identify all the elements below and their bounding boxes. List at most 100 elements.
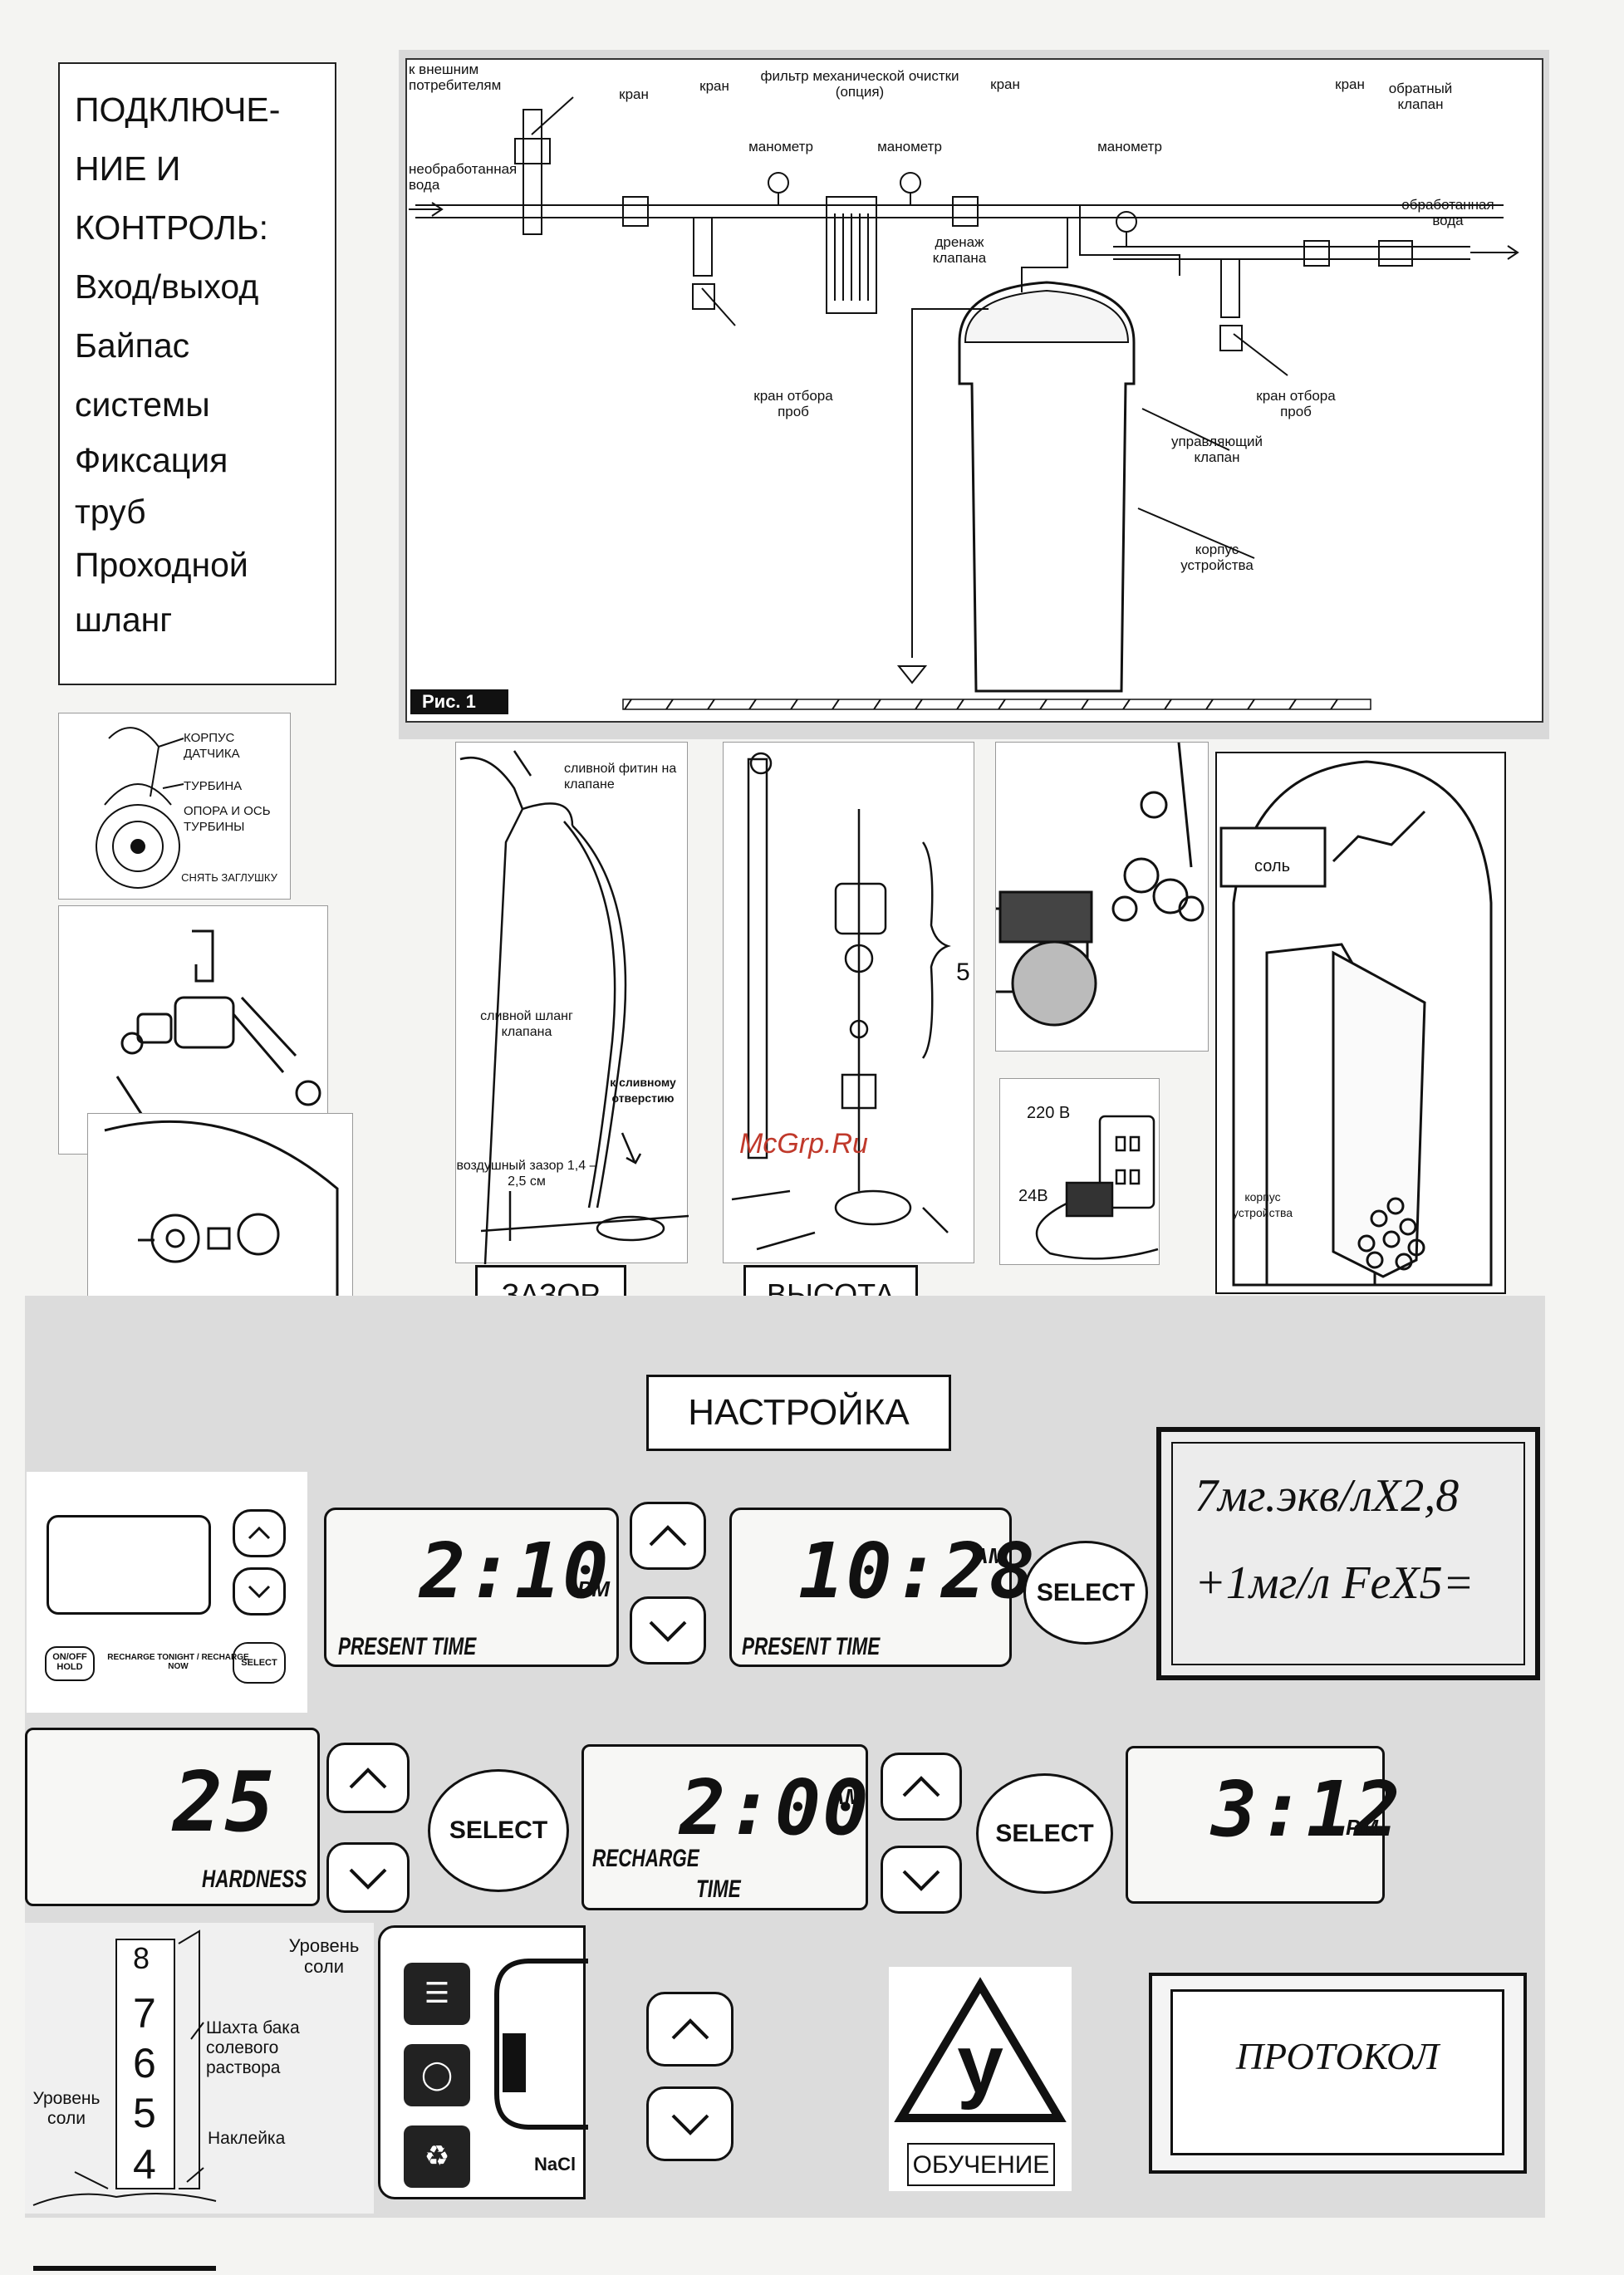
salt-label: соль — [1254, 857, 1290, 875]
chevron-up-icon — [671, 2018, 709, 2040]
chevron-down-icon — [248, 1585, 271, 1599]
down-button[interactable] — [326, 1842, 410, 1913]
label-gauge: манометр — [1097, 139, 1162, 154]
lcd-recharge-time: 2:00 AM RECHARGE TIME — [581, 1744, 871, 1910]
controller-down-button[interactable] — [233, 1567, 286, 1616]
chevron-down-icon — [649, 1620, 687, 1642]
fitting-drawing — [115, 929, 321, 1148]
lightbulb-icon[interactable]: ◯ — [404, 2044, 470, 2106]
chevron-up-icon — [349, 1767, 387, 1788]
protocol-box[interactable]: ПРОТОКОЛ — [1149, 1973, 1527, 2174]
watermark: McGrp.Ru — [739, 1128, 868, 1160]
salt-panel-label: Уровень соли — [288, 1935, 360, 1977]
controller-panel: ON/OFF HOLD RECHARGE TONIGHT / RECHARGE … — [27, 1472, 307, 1713]
controller-up-button[interactable] — [233, 1509, 286, 1557]
select-button[interactable]: SELECT — [1023, 1541, 1148, 1645]
label-gauge: манометр — [748, 139, 813, 154]
height-drawing — [731, 752, 951, 1251]
chevron-down-icon — [349, 1868, 387, 1890]
turbine-label: СНЯТЬ ЗАГЛУШКУ — [181, 871, 277, 884]
intro-line: Байпас — [75, 326, 190, 365]
recharge-button[interactable]: RECHARGE TONIGHT / RECHARGE NOW — [107, 1653, 249, 1671]
ampm-indicator: AM — [973, 1543, 1007, 1568]
salt-well-figure: 8 7 6 5 4 Уровень соли Шахта бака солево… — [25, 1923, 374, 2214]
chevron-up-icon — [649, 1525, 687, 1547]
menu-icon[interactable]: ☰ — [404, 1963, 470, 2025]
ruler-mark: 6 — [133, 2040, 156, 2086]
chevron-up-icon — [902, 1776, 940, 1797]
plumbing-diagram — [409, 96, 1519, 710]
ruler-drawing — [32, 1929, 217, 2206]
onoff-button[interactable]: ON/OFF HOLD — [45, 1646, 95, 1681]
lcd-hardness: 25 HARDNESS — [25, 1728, 320, 1906]
turbine-drawing — [96, 727, 184, 889]
chevron-up-icon — [248, 1526, 271, 1540]
turbine-label: ОПОРА И ОСЬ ТУРБИНЫ — [184, 804, 271, 834]
sticker-label: Наклейка — [208, 2129, 286, 2148]
hardness-value: 25 — [173, 1753, 277, 1851]
protocol-inner — [1170, 1989, 1504, 2155]
valve-head-drawing — [996, 742, 1205, 1027]
label-control-valve: управляющий клапан — [1170, 434, 1263, 465]
label-drain: дренаж клапана — [932, 234, 987, 266]
label-check-valve: обратный клапан — [1388, 81, 1453, 112]
intro-line: шланг — [75, 601, 173, 639]
label-valve: кран — [699, 78, 729, 94]
height-number: 5 — [956, 959, 970, 986]
salt-drawing — [1219, 760, 1493, 1287]
up-button[interactable] — [630, 1502, 706, 1570]
turbine-label: ТУРБИНА — [184, 779, 243, 793]
air-gap-label: воздушный зазор 1,4 – 2,5 см — [456, 1159, 597, 1189]
formula-box: 7мг.экв/лX2,8 +1мг/л FeX5= — [1156, 1427, 1540, 1680]
lcd-caption: HARDNESS — [202, 1866, 307, 1893]
power-figure: 220 В 24В — [999, 1078, 1160, 1265]
label-treated-water: обработанная вода — [1401, 197, 1494, 228]
training-letter: у — [957, 2018, 1003, 2111]
fig1-panel: к внешним потребителям необработанная во… — [405, 58, 1543, 723]
v24-label: 24В — [1018, 1187, 1048, 1205]
recharge-time-value: 2:00 — [680, 1763, 871, 1852]
select-button[interactable]: SELECT — [428, 1769, 569, 1892]
intro-line: системы — [75, 385, 210, 424]
chevron-down-icon — [671, 2114, 709, 2135]
drain-figure: сливной фитин на клапане сливной шланг к… — [455, 742, 689, 1265]
ampm-indicator: AM — [829, 1784, 863, 1809]
select-button[interactable]: SELECT — [976, 1773, 1113, 1894]
v220-label: 220 В — [1027, 1104, 1071, 1122]
outlet-drawing — [1035, 1115, 1159, 1260]
down-button[interactable] — [881, 1846, 962, 1914]
time-value: 3:12 — [1211, 1765, 1402, 1854]
recycle-icon[interactable]: ♻ — [404, 2125, 470, 2188]
down-button[interactable] — [646, 2086, 733, 2161]
to-drain-label: к сливному отверстию — [610, 1076, 676, 1105]
up-button[interactable] — [326, 1743, 410, 1813]
down-button[interactable] — [630, 1596, 706, 1665]
nacl-label: NaCl — [534, 2154, 576, 2174]
ruler-mark: 5 — [133, 2090, 156, 2136]
drain-fitting-label: сливной фитин на клапане — [564, 762, 677, 792]
label-valve: кран — [1335, 76, 1365, 92]
up-button[interactable] — [881, 1753, 962, 1821]
intro-line: Проходной — [75, 546, 248, 584]
lcd-current-time: 3:12 PM — [1126, 1746, 1401, 1904]
lcd-present-time-1: 2:10 PM PRESENT TIME — [324, 1508, 619, 1667]
shaft-label: Шахта бака солевого раствора — [206, 2018, 300, 2077]
label-device-body: корпус устройства — [1180, 542, 1254, 573]
up-button[interactable] — [646, 1992, 733, 2067]
formula-line-2: +1мг/л FeX5= — [1195, 1557, 1474, 1609]
time-value: 10:28 — [798, 1527, 1037, 1616]
salt-panel: ☰ ◯ ♻ NaCl — [378, 1925, 588, 2199]
intro-line: Фиксация — [75, 441, 228, 479]
controller-select-button[interactable]: SELECT — [233, 1642, 286, 1684]
intro-box: ПОДКЛЮЧЕ- НИЕ И КОНТРОЛЬ: Вход/выход Бай… — [58, 62, 336, 685]
label-gauge: манометр — [877, 139, 942, 154]
training-panel[interactable]: у ОБУЧЕНИЕ — [889, 1967, 1072, 2191]
turbine-label: КОРПУС ДАТЧИКА — [184, 731, 240, 761]
drain-drawing — [459, 750, 689, 1265]
time-value: 2:10 — [419, 1527, 611, 1616]
salt-figure: соль корпус устройства — [1215, 752, 1506, 1294]
label-valve: кран — [619, 86, 649, 102]
fig1-caption: Рис. 1 — [410, 689, 508, 714]
lcd-caption: RECHARGE — [592, 1845, 699, 1872]
valve-head-figure — [995, 742, 1209, 1052]
